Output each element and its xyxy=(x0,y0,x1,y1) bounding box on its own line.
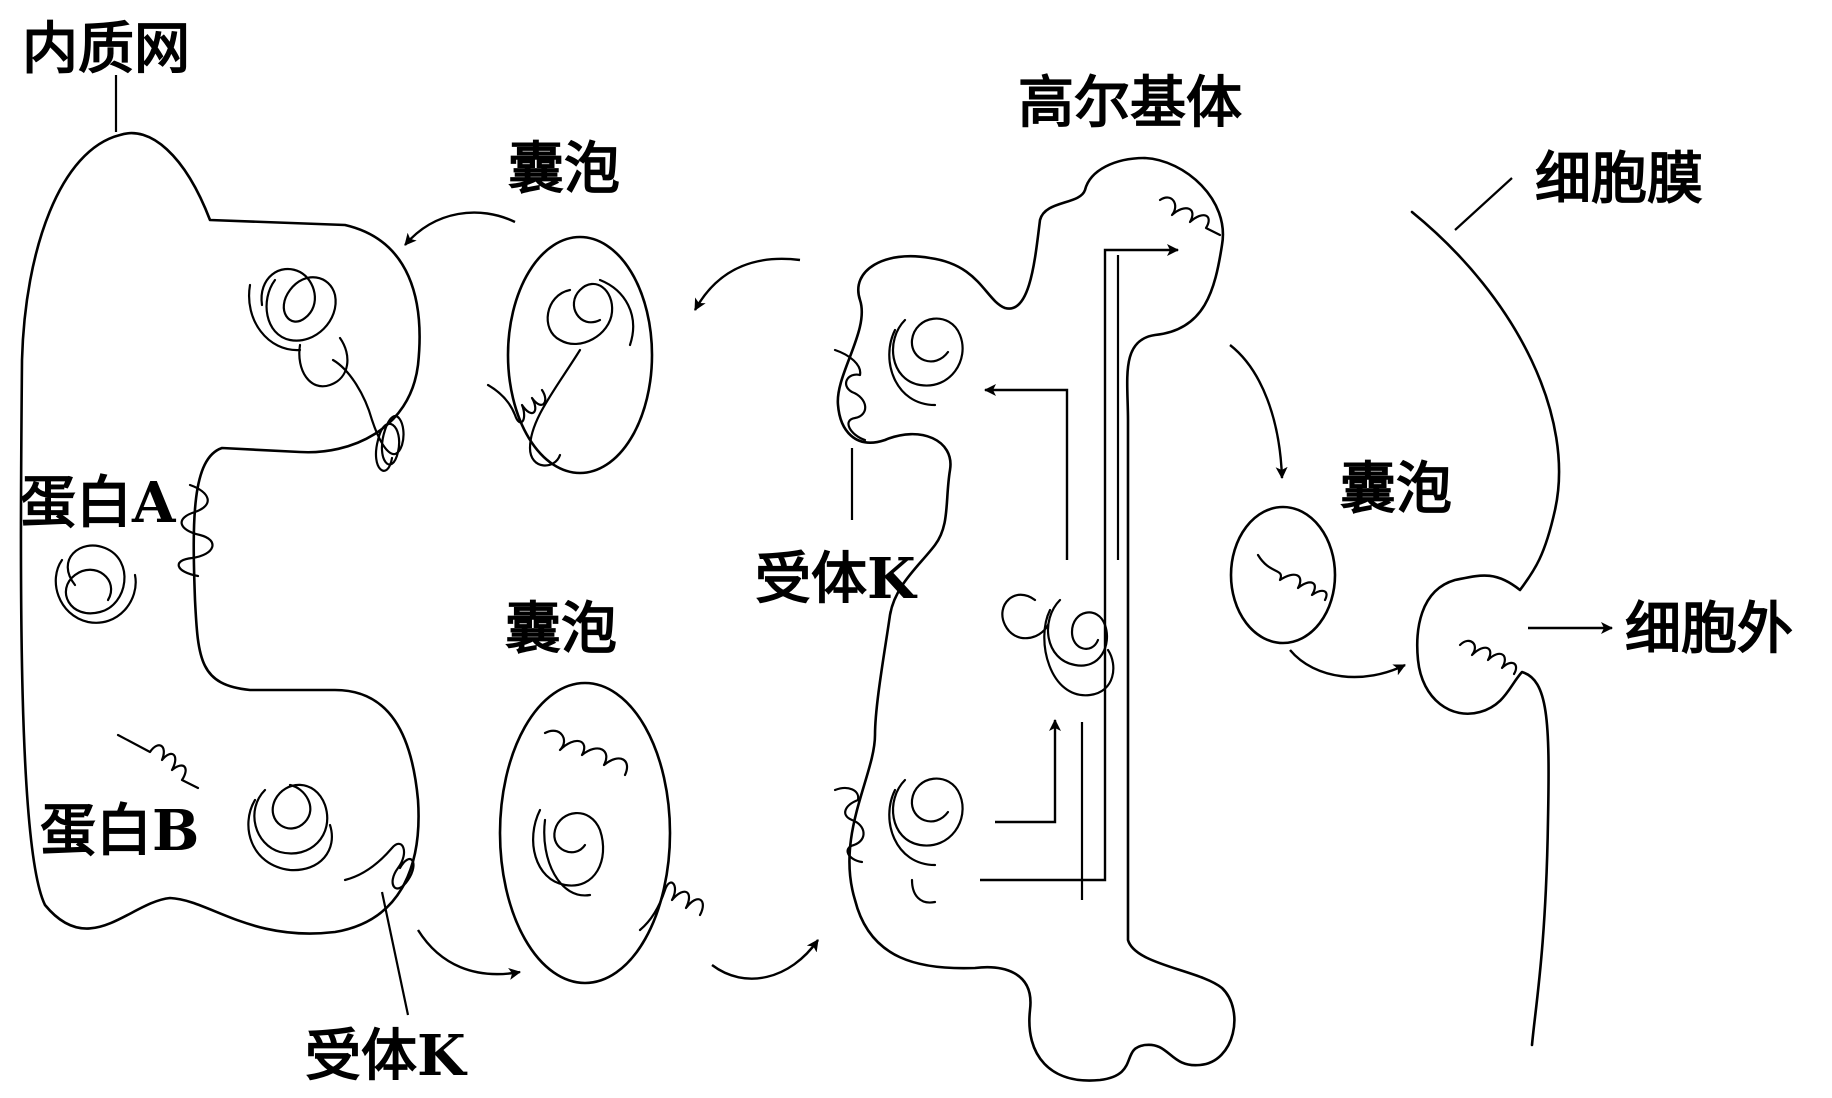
golgi-arrow-middle-to-upper xyxy=(984,384,1069,560)
protein-a-receptor-coil xyxy=(177,483,214,578)
vesicle-3-coil xyxy=(1256,553,1328,602)
label-protein-b: 蛋白B xyxy=(40,798,199,864)
vesicle-2-protein xyxy=(532,808,605,897)
er-receptor-k-upper xyxy=(331,358,405,472)
golgi-receptor-k-coil xyxy=(833,348,867,442)
label-protein-a: 蛋白A xyxy=(20,470,177,536)
vesicle-2-outline xyxy=(498,681,672,985)
label-vesicle-top: 囊泡 xyxy=(508,136,620,202)
arrow-golgi-to-vesicle3 xyxy=(1229,344,1288,479)
protein-b-free-coil xyxy=(116,733,200,790)
vesicle-1-protein xyxy=(528,278,635,467)
vesicle-2-receptor-coil xyxy=(638,881,704,932)
label-vesicle-right: 囊泡 xyxy=(1340,456,1452,522)
label-membrane: 细胞膜 xyxy=(1535,146,1703,212)
er-receptor-k-lower xyxy=(343,842,415,890)
label-golgi: 高尔基体 xyxy=(1018,70,1242,136)
er-outline xyxy=(19,131,421,935)
label-vesicle-bottom: 囊泡 xyxy=(505,596,617,662)
arrow-er-to-vesicle2 xyxy=(416,929,521,980)
arrow-golgi-to-vesicle1 xyxy=(693,257,801,311)
vesicle-3-outline xyxy=(1229,505,1337,645)
golgi-arrow-lower-to-middle xyxy=(995,719,1061,824)
protein-b-molecule xyxy=(247,783,333,872)
golgi-lower-receptor-coil xyxy=(833,786,865,864)
arrow-vesicle3-to-membrane xyxy=(1289,649,1406,679)
protein-a-molecule xyxy=(54,544,137,624)
membrane-leader-line xyxy=(1454,177,1513,231)
cell-membrane xyxy=(1410,210,1561,1047)
receptor-k-bottom-leader xyxy=(380,891,410,1016)
label-receptor-k-golgi: 受体K xyxy=(755,546,918,612)
golgi-outline xyxy=(836,156,1236,1082)
golgi-protein-lower xyxy=(888,777,964,904)
er-folded-protein-upper xyxy=(247,267,349,388)
membrane-vesicle-coil xyxy=(1458,639,1518,676)
vesicle-1-outline xyxy=(506,235,654,475)
golgi-arrow-to-top-cisterna xyxy=(980,244,1179,882)
vesicle-1-receptor-coil xyxy=(486,383,547,424)
label-er: 内质网 xyxy=(22,16,190,82)
vesicle-2-free-coil xyxy=(543,729,629,777)
golgi-protein-middle xyxy=(1001,593,1115,697)
golgi-top-coil xyxy=(1158,196,1222,237)
golgi-protein-upper xyxy=(888,317,964,407)
arrow-vesicle1-to-er xyxy=(404,211,516,246)
label-receptor-k-bottom: 受体K xyxy=(305,1023,468,1089)
label-outside-cell: 细胞外 xyxy=(1625,596,1793,662)
arrow-vesicle2-to-golgi xyxy=(711,939,819,980)
